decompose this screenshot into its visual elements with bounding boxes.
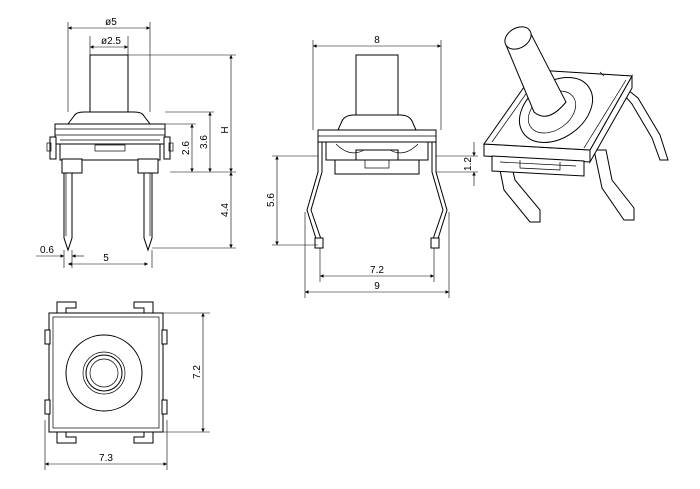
side-lead-left: [306, 142, 319, 246]
side-dim-outer-span: 9: [374, 281, 380, 292]
front-dim-base-height: 3.6: [199, 135, 210, 149]
front-cap: [67, 111, 151, 125]
isometric-view: [483, 26, 669, 223]
front-tab-right: [163, 136, 171, 160]
front-dim-outer-dia: ø5: [105, 17, 117, 28]
top-stem-circle: [85, 354, 123, 392]
front-view: ø5 ø2.5 2.6 3.6 H 4.4 0.6 5: [36, 17, 236, 268]
front-tab-left: [49, 136, 57, 160]
front-body: [54, 123, 166, 145]
side-dim-inner-span: 7.2: [370, 265, 384, 276]
top-tab-lower-left: [56, 430, 77, 444]
side-housing: [325, 141, 429, 161]
side-stem: [355, 54, 399, 118]
top-dim-width: 7.3: [99, 453, 113, 464]
front-dim-lead-pitch: 5: [103, 253, 109, 264]
front-dim-body-height: 2.6: [181, 141, 192, 155]
top-view: 7.2 7.3: [44, 301, 210, 470]
side-cap: [337, 114, 417, 131]
side-dim-lead-height: 5.6: [266, 193, 277, 207]
front-dim-stem-dia: ø2.5: [101, 36, 121, 47]
side-dim-lead-offset: 1.2: [463, 157, 474, 171]
front-dim-lead-length: 4.4: [220, 203, 231, 217]
top-tab-upper-right: [133, 301, 154, 315]
front-dim-lead-width: 0.6: [40, 245, 54, 256]
side-dim-top-width: 8: [374, 35, 380, 46]
front-lead-right: [143, 172, 153, 252]
top-tab-lower-right: [133, 430, 154, 444]
front-lead-left: [63, 172, 73, 252]
iso-stem: [505, 31, 567, 117]
iso-lead-back-right: [618, 89, 669, 161]
front-dim-total-height: H: [220, 126, 231, 133]
top-tab-upper-left: [56, 301, 77, 315]
iso-lead-front-right: [593, 149, 635, 221]
side-lead-right: [435, 142, 448, 246]
top-dim-height: 7.2: [192, 365, 203, 379]
front-base: [59, 143, 161, 161]
side-view: 8 1.2 5.6 7.2 9: [266, 35, 478, 298]
front-stem: [89, 54, 129, 118]
